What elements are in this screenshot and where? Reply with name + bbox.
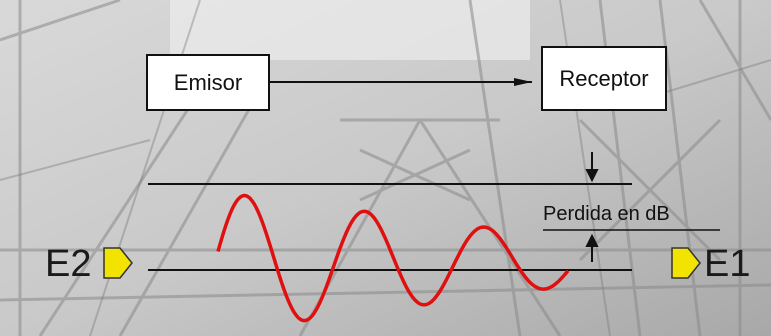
e2-label: E2 — [45, 243, 92, 285]
emisor-label: Emisor — [173, 69, 243, 95]
receptor-label: Receptor — [559, 65, 649, 91]
receptor-box: Receptor — [541, 46, 667, 111]
decaying-signal-wave — [216, 193, 570, 323]
connection-arrowhead — [514, 78, 532, 86]
emisor-box: Emisor — [146, 54, 270, 111]
e2-port-icon — [103, 247, 133, 279]
loss-label: Perdida en dB — [543, 203, 670, 225]
loss-dimension-arrows — [585, 152, 599, 262]
e1-label: E1 — [704, 243, 751, 285]
e1-port-icon — [671, 247, 701, 279]
